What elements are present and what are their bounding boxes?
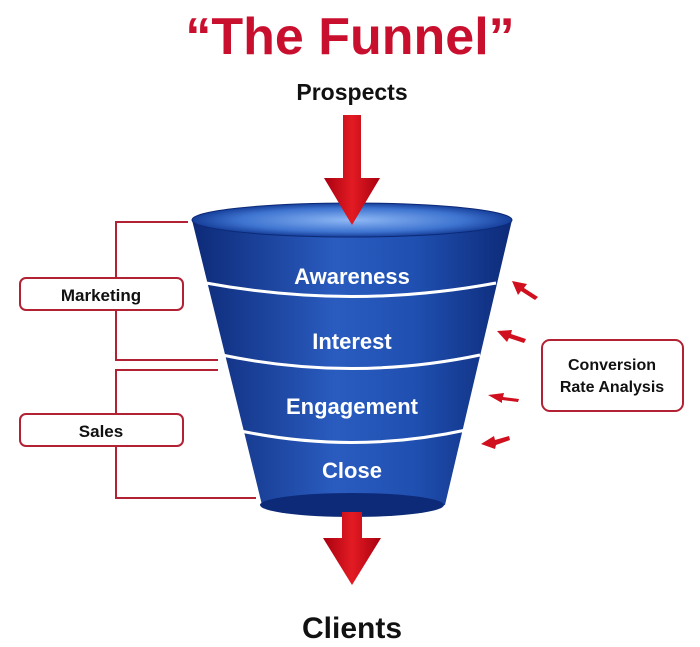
arrow-down-icon <box>324 115 380 225</box>
arrow-left-icon <box>497 330 526 343</box>
clients-label: Clients <box>302 612 402 645</box>
conversion-box <box>541 339 684 412</box>
conversion-arrows <box>481 281 538 449</box>
stage-awareness: Awareness <box>294 264 410 289</box>
sales-box <box>19 413 184 447</box>
conversion-label-line1: Conversion <box>568 357 656 374</box>
arrow-down-icon <box>323 512 381 585</box>
stage-engagement: Engagement <box>286 394 419 419</box>
marketing-label: Marketing <box>61 286 141 305</box>
funnel-separators <box>205 281 497 444</box>
arrow-left-icon <box>488 393 519 403</box>
diagram-title: “The Funnel” <box>185 8 514 66</box>
prospects-label: Prospects <box>296 79 407 105</box>
stage-close: Close <box>322 458 382 483</box>
marketing-box <box>19 277 184 311</box>
sales-label: Sales <box>79 422 123 441</box>
arrow-left-icon <box>512 281 538 300</box>
conversion-label-line2: Rate Analysis <box>560 379 664 396</box>
stage-interest: Interest <box>312 329 392 354</box>
arrow-left-icon <box>481 436 510 449</box>
